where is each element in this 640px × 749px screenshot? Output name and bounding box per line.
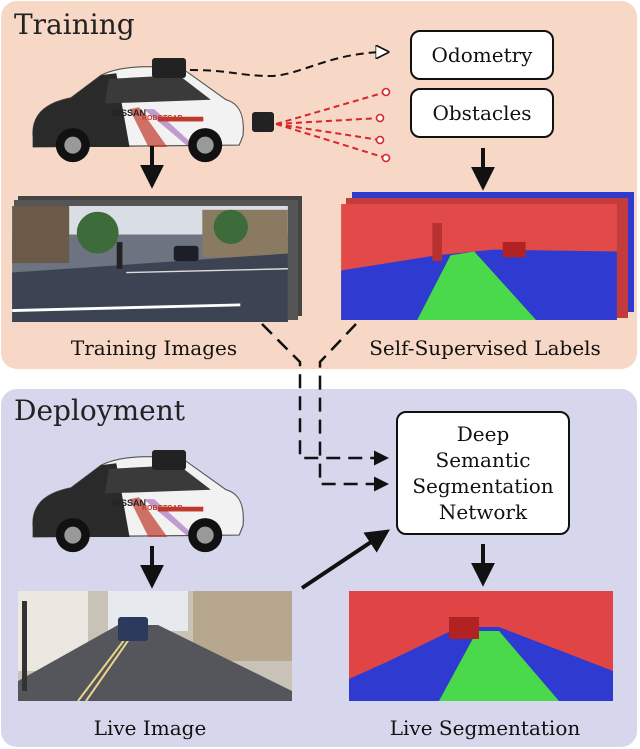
odometry-label: Odometry — [431, 43, 533, 67]
odometry-box: Odometry — [410, 30, 554, 80]
car-brand-training: NISSAN — [112, 108, 146, 118]
label-image-stack — [341, 192, 634, 320]
network-line-3: Segmentation — [412, 474, 554, 498]
lidar-rays — [275, 87, 391, 163]
obstacles-box: Obstacles — [410, 88, 554, 138]
car-project-training: ROBOTCAR — [142, 115, 182, 122]
network-line-1: Deep — [456, 422, 510, 446]
labels-to-network-dashed-arrow — [318, 323, 389, 492]
live-segmentation-image — [349, 591, 613, 701]
deployment-title: Deployment — [14, 394, 185, 427]
live-image-caption: Live Image — [93, 716, 207, 740]
live-image-to-network-arrow — [300, 529, 390, 590]
network-box: Deep Semantic Segmentation Network — [396, 411, 570, 535]
network-line-4: Network — [438, 500, 528, 524]
training-image-stack — [10, 196, 302, 322]
live-segmentation-caption: Live Segmentation — [389, 716, 581, 740]
network-line-2: Semantic — [435, 448, 531, 472]
live-image — [18, 591, 292, 701]
obstacles-label: Obstacles — [432, 101, 532, 125]
training-title: Training — [14, 8, 135, 41]
car-brand-deployment: NISSAN — [112, 498, 146, 508]
training-images-caption: Training Images — [70, 336, 238, 360]
car-deployment: NISSAN ROBOTCAR — [32, 450, 244, 553]
odometry-dashed-arrow — [189, 52, 388, 78]
car-training: NISSAN ROBOTCAR — [32, 58, 274, 163]
images-to-network-dashed-arrow — [261, 323, 389, 466]
car-project-deployment: ROBOTCAR — [142, 505, 182, 512]
labels-caption: Self-Supervised Labels — [369, 336, 601, 360]
